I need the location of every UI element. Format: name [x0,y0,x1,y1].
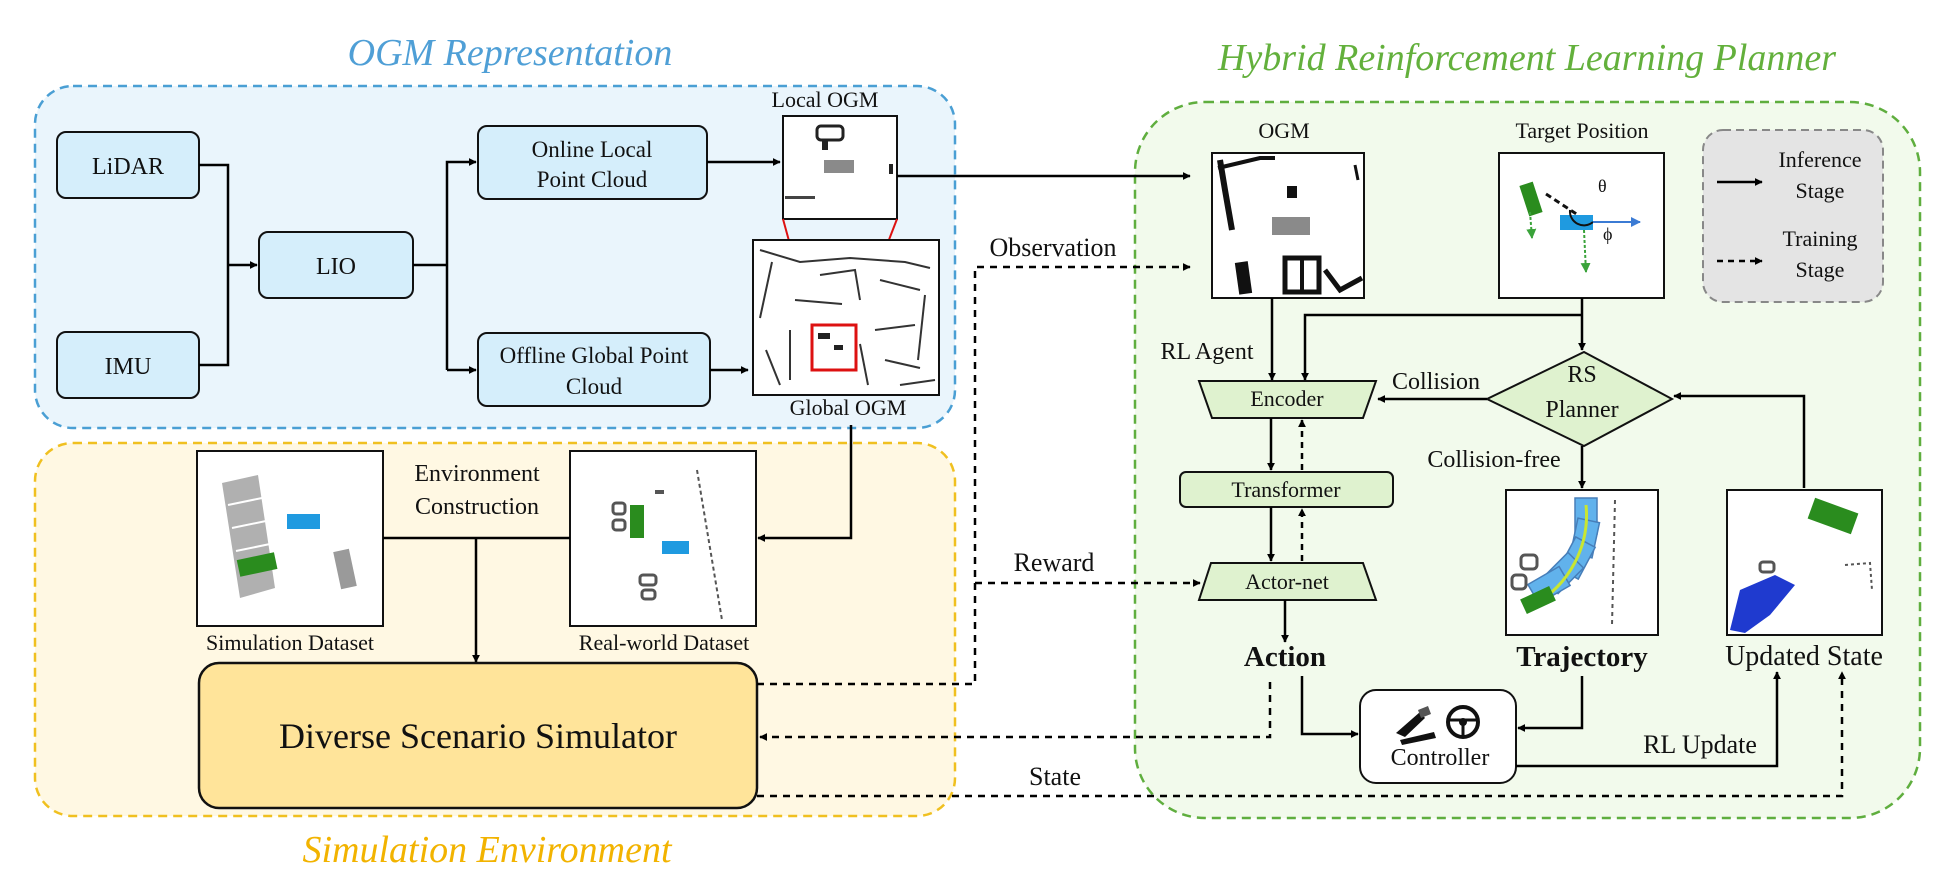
real-world-dataset-image [569,450,757,627]
offline-global-label-2: Cloud [566,374,623,399]
rl-connectors [1267,298,1806,768]
offline-global-label-1: Offline Global Point [500,343,689,368]
legend-box: Inference Stage Training Stage [1702,129,1884,303]
legend-training-label-1: Training [1783,226,1858,251]
collision-label: Collision [1392,369,1480,395]
local-ogm-label: Local OGM [772,87,879,112]
simulation-section-title: Simulation Environment [302,829,672,870]
online-local-label-1: Online Local [532,137,653,162]
imu-node: IMU [56,331,200,399]
action-label: Action [1244,641,1326,673]
lidar-label: LiDAR [92,154,164,180]
simulation-connectors [383,425,853,663]
controller-label: Controller [1391,745,1490,771]
updated-state-image [1726,489,1883,636]
target-position-label: Target Position [1515,118,1648,143]
global-ogm-label: Global OGM [790,395,907,420]
actor-net-label: Actor-net [1245,569,1329,594]
actor-net-node: Actor-net [1197,562,1378,601]
rl-update-label: RL Update [1643,730,1757,759]
state-edge: State [757,671,1846,798]
controller-node: Controller [1359,689,1517,784]
legend-inference-label-2: Stage [1796,178,1845,203]
lio-node: LIO [258,231,414,299]
legend-inference-label-1: Inference [1778,147,1861,172]
diverse-scenario-simulator-node: Diverse Scenario Simulator [197,661,759,810]
simulator-label: Diverse Scenario Simulator [279,716,677,756]
reward-edge: Reward [975,548,1201,587]
legend-training-label-2: Stage [1796,257,1845,282]
reward-label: Reward [1014,548,1095,577]
rs-planner-node: RS Planner [1484,350,1675,448]
local-ogm-image [782,115,898,220]
simulation-dataset-label: Simulation Dataset [206,630,374,655]
collision-free-label: Collision-free [1427,447,1560,473]
real-world-dataset-label: Real-world Dataset [579,630,749,655]
observation-edge: Observation [757,233,1191,686]
imu-label: IMU [105,354,152,380]
encoder-node: Encoder [1197,380,1378,419]
global-ogm-image [752,239,940,396]
transformer-node: Transformer [1179,471,1394,508]
rl-section-title: Hybrid Reinforcement Learning Planner [1217,37,1836,79]
phi-symbol: ϕ [1603,224,1612,244]
rl-agent-label: RL Agent [1160,339,1253,365]
encoder-label: Encoder [1250,386,1324,411]
action-to-simulator-edge [759,682,1272,741]
env-construction-label-1: Environment [414,461,540,487]
target-position-image: θ ϕ [1498,152,1665,299]
rl-ogm-label: OGM [1258,118,1309,143]
steering-wheel-icon [1446,705,1480,739]
simulation-dataset-image [196,450,384,627]
online-local-label-2: Point Cloud [537,167,648,192]
transformer-label: Transformer [1231,477,1341,502]
lio-label: LIO [316,254,356,280]
env-construction-label-2: Construction [415,494,539,520]
legend-inference: Inference Stage [1717,147,1862,203]
ogm-connectors [199,158,781,374]
rs-planner-label-2: Planner [1545,397,1618,423]
observation-label: Observation [989,233,1116,262]
ogm-section-title: OGM Representation [348,32,673,74]
offline-global-point-cloud-node: Offline Global Point Cloud [477,332,711,407]
pedal-icon [1396,706,1436,745]
rl-ogm-image [1211,152,1365,299]
rs-planner-label-1: RS [1567,362,1596,388]
trajectory-label: Trajectory [1516,641,1648,673]
ogm-section-panel [33,84,957,430]
online-local-point-cloud-node: Online Local Point Cloud [477,125,708,200]
lidar-node: LiDAR [56,131,200,199]
trajectory-image [1505,489,1659,636]
updated-state-label: Updated State [1725,641,1883,672]
legend-training: Training Stage [1717,226,1857,282]
state-label: State [1029,762,1081,791]
theta-symbol: θ [1598,176,1607,196]
